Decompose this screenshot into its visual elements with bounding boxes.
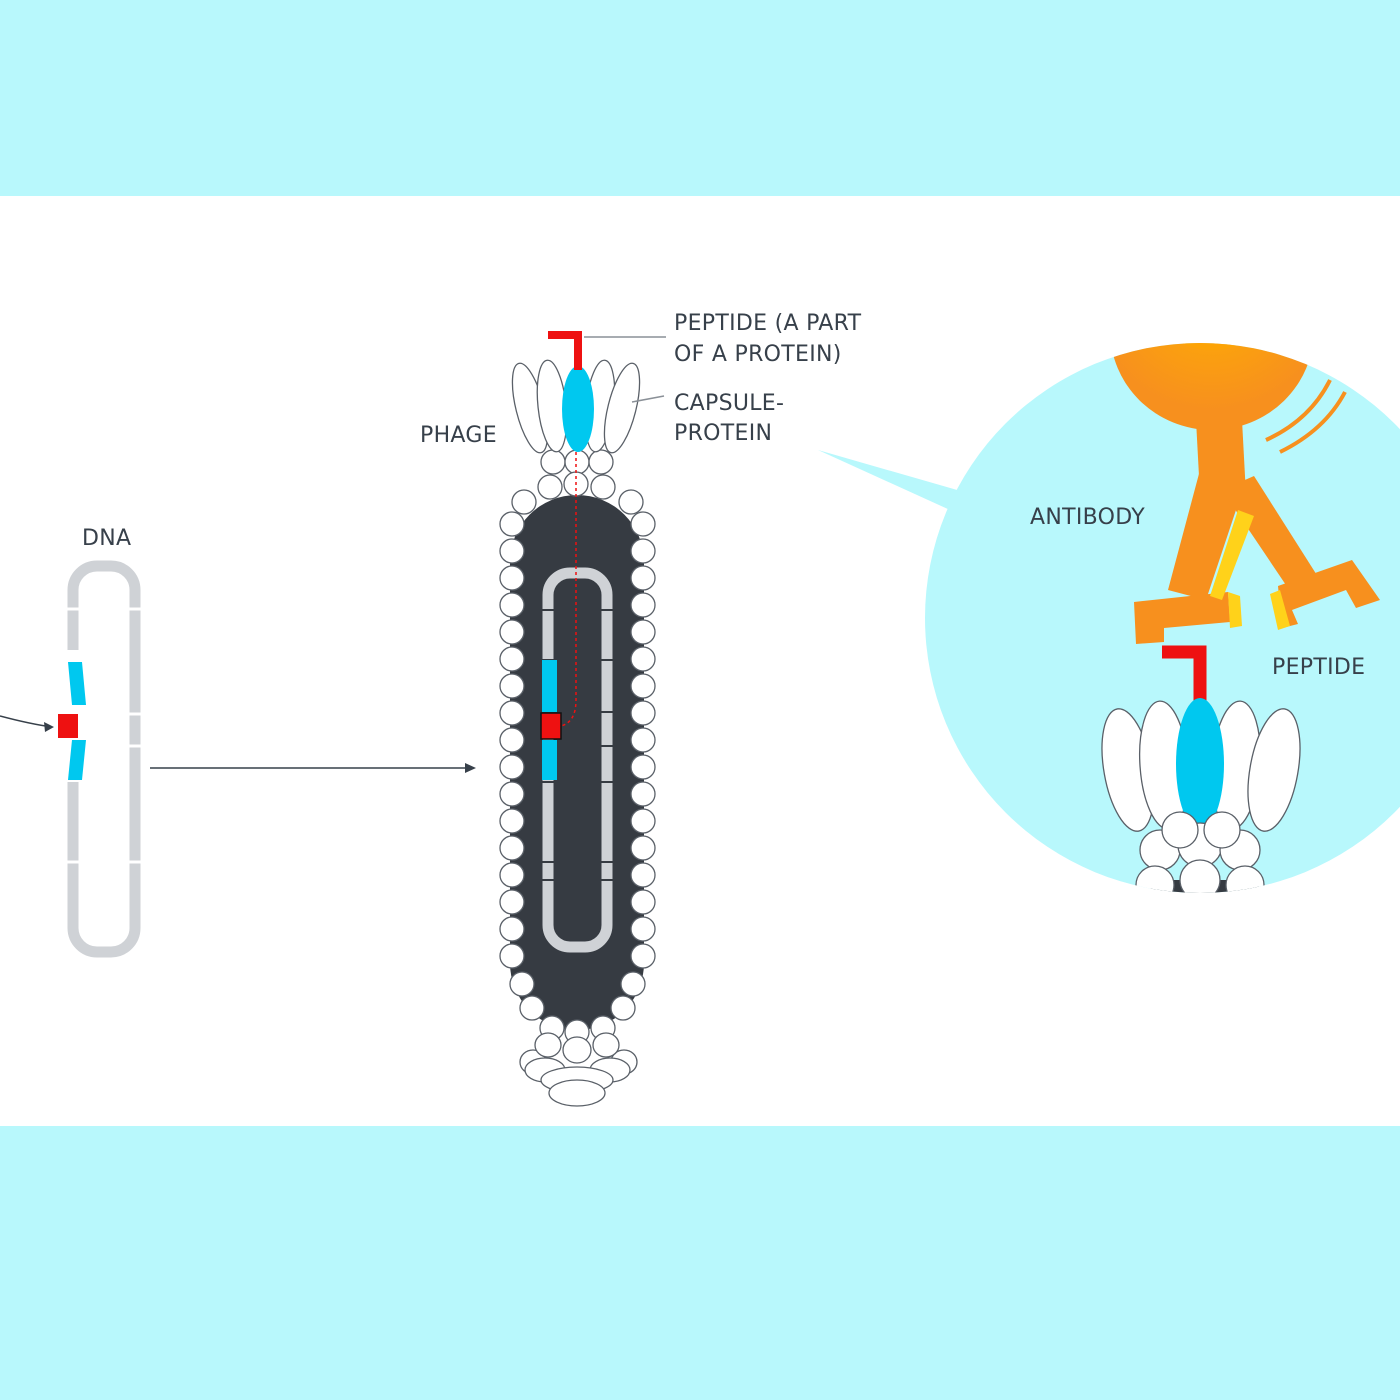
coat-protein-circle: [630, 592, 656, 618]
coat-protein-circle: [630, 889, 656, 915]
coat-protein-circle: [630, 808, 656, 834]
antibody-label: ANTIBODY: [1030, 505, 1145, 530]
coat-protein-circle: [618, 489, 644, 515]
capsule-label-line2: PROTEIN: [674, 421, 772, 446]
coat-protein-circle: [630, 943, 656, 969]
coat-protein-circle: [499, 511, 525, 537]
coat-protein-circle: [630, 511, 656, 537]
coat-protein-circle: [630, 754, 656, 780]
capsule-label-line1: CAPSULE-: [674, 391, 784, 416]
coat-protein-circle: [630, 646, 656, 672]
coat-protein-circle: [630, 619, 656, 645]
zoom-display-protein: [1176, 698, 1224, 830]
coat-protein-circle: [511, 489, 537, 515]
coat-protein-circle: [509, 971, 535, 997]
coat-protein-circle: [519, 995, 545, 1021]
phage-peptide: [548, 331, 582, 370]
bound-peptide: [1162, 645, 1207, 704]
zoom-capsule-petals: [1101, 700, 1301, 832]
coat-protein-circle: [630, 565, 656, 591]
coat-protein-circle: [630, 862, 656, 888]
coat-protein-circle: [630, 916, 656, 942]
coat-protein-circle: [499, 754, 525, 780]
insert-arrow: [0, 715, 54, 732]
coat-protein-circle: [499, 808, 525, 834]
dna-cyan-segment-upper: [68, 662, 86, 705]
coat-protein-circle: [499, 862, 525, 888]
coat-protein-circle: [499, 781, 525, 807]
antibody-head: [1110, 343, 1314, 430]
coat-protein-circle: [499, 835, 525, 861]
coat-protein-circles: [499, 489, 656, 1045]
coat-protein-circle: [499, 889, 525, 915]
coat-protein-circle: [620, 971, 646, 997]
phage-label: PHAGE: [420, 423, 497, 448]
coat-protein-circle: [630, 835, 656, 861]
bottom-band: [0, 1126, 1400, 1400]
coat-protein-circle: [630, 700, 656, 726]
antibody-body: [1134, 420, 1380, 644]
phage-dna-insert: [540, 712, 562, 740]
coat-protein-circle: [630, 673, 656, 699]
peptide-label-line2: OF A PROTEIN): [674, 342, 842, 367]
expression-link: [560, 452, 577, 727]
coat-protein-circle: [630, 538, 656, 564]
dna-cyan-segment-lower: [68, 740, 86, 780]
dna-to-phage-arrow: [150, 763, 476, 773]
zoom-pointer: [818, 450, 978, 520]
peptide-zoom-label: PEPTIDE: [1272, 655, 1365, 680]
phage-display-protein: [562, 366, 594, 452]
dna-strand: DNA: [58, 526, 144, 958]
coat-protein-circle: [610, 995, 636, 1021]
coat-protein-circle: [499, 916, 525, 942]
dna-peptide-insert: [58, 714, 78, 738]
coat-protein-circle: [499, 646, 525, 672]
coat-protein-circle: [499, 619, 525, 645]
zoom-view: [818, 343, 1400, 893]
coat-protein-circle: [630, 781, 656, 807]
top-band: [0, 0, 1400, 196]
coat-protein-circle: [499, 673, 525, 699]
coat-protein-circle: [499, 727, 525, 753]
coat-protein-circle: [499, 700, 525, 726]
coat-protein-circle: [499, 592, 525, 618]
coat-protein-circle: [499, 565, 525, 591]
dna-label: DNA: [82, 526, 131, 551]
coat-protein-circle: [499, 943, 525, 969]
peptide-label-line1: PEPTIDE (A PART: [674, 311, 862, 336]
phage: PHAGE: [420, 331, 656, 1107]
coat-protein-circle: [630, 727, 656, 753]
coat-protein-circle: [499, 538, 525, 564]
